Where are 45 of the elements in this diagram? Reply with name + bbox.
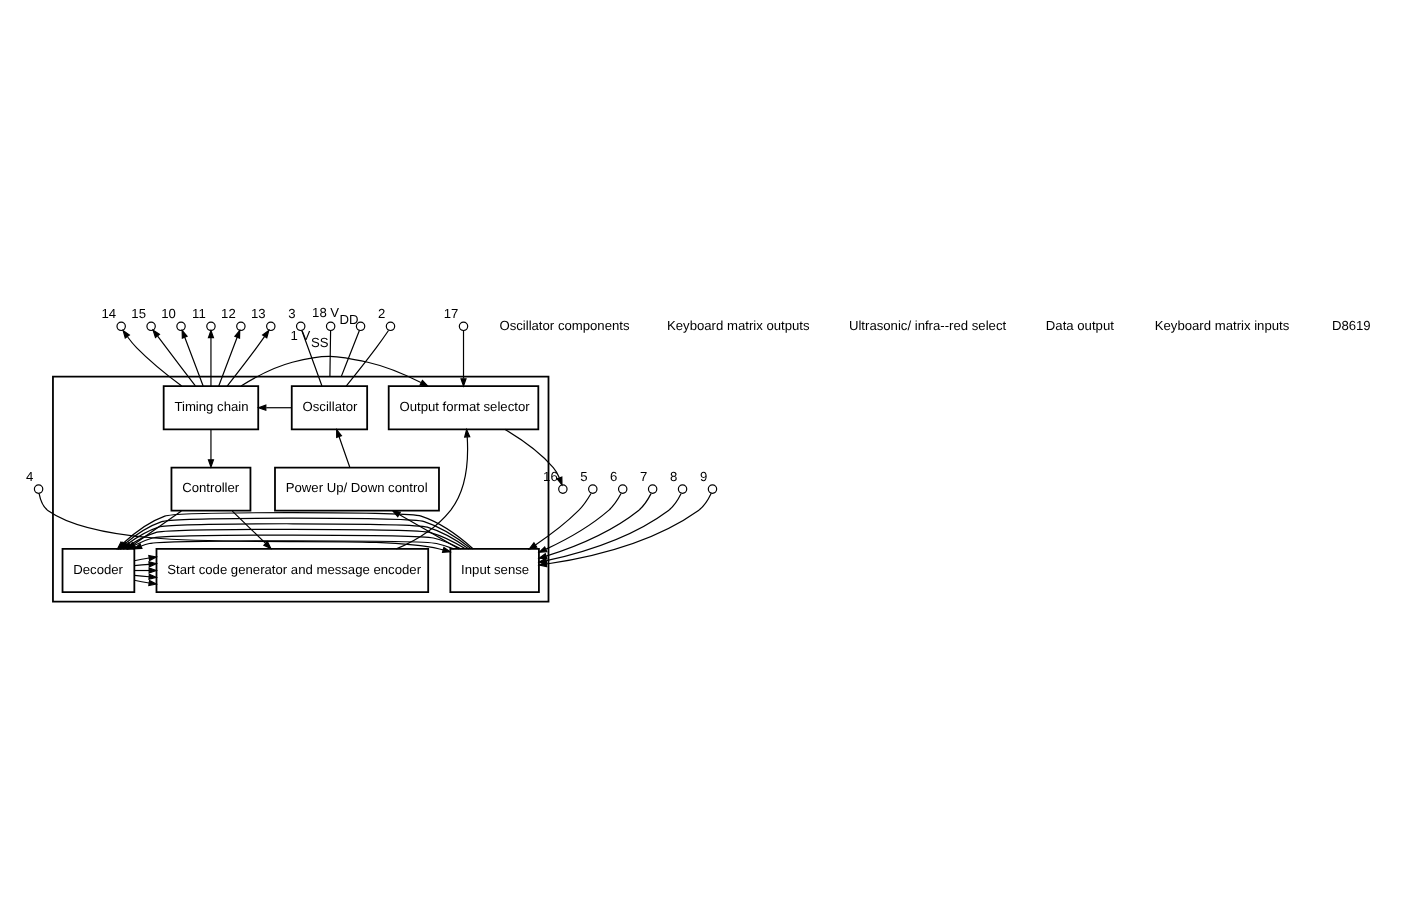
node-label: DD <box>338 313 358 328</box>
arrow <box>132 578 158 586</box>
node-circle <box>205 320 215 331</box>
node-circle <box>175 320 185 331</box>
arrow <box>536 492 651 559</box>
connector <box>328 328 331 377</box>
arrow <box>131 539 454 549</box>
node-circle <box>616 483 627 493</box>
arrow <box>132 572 158 580</box>
node-circle <box>587 483 597 493</box>
arrow <box>503 427 562 486</box>
node-circle <box>457 320 468 331</box>
arrow <box>394 426 470 549</box>
node-circle <box>265 320 275 331</box>
node-circle <box>384 320 395 331</box>
connector <box>344 328 389 386</box>
node-circle <box>324 320 335 331</box>
arrow <box>180 327 203 386</box>
node-circle <box>145 320 155 331</box>
node-label: SS <box>309 335 328 350</box>
connector <box>339 328 359 377</box>
arrow <box>217 327 240 386</box>
arrow <box>132 553 158 561</box>
arrow <box>335 426 350 467</box>
arrow <box>206 428 214 468</box>
arrow <box>536 491 621 553</box>
node-circle <box>294 320 305 331</box>
arrow <box>459 328 466 387</box>
node-circle <box>235 320 245 331</box>
node-circle <box>646 483 657 493</box>
arrow <box>121 328 182 386</box>
arrow <box>225 327 269 386</box>
node-circle <box>354 320 365 331</box>
node-circle <box>115 320 125 331</box>
node-circle <box>676 483 687 493</box>
node-circle <box>706 483 717 493</box>
arrow <box>239 354 429 386</box>
arrow <box>206 327 214 386</box>
node-circle <box>32 483 43 493</box>
arrow <box>151 327 195 386</box>
arrow <box>526 491 591 549</box>
node-circle <box>557 483 567 493</box>
arrow <box>132 559 158 567</box>
arrow <box>230 509 272 549</box>
arrow <box>255 403 291 411</box>
